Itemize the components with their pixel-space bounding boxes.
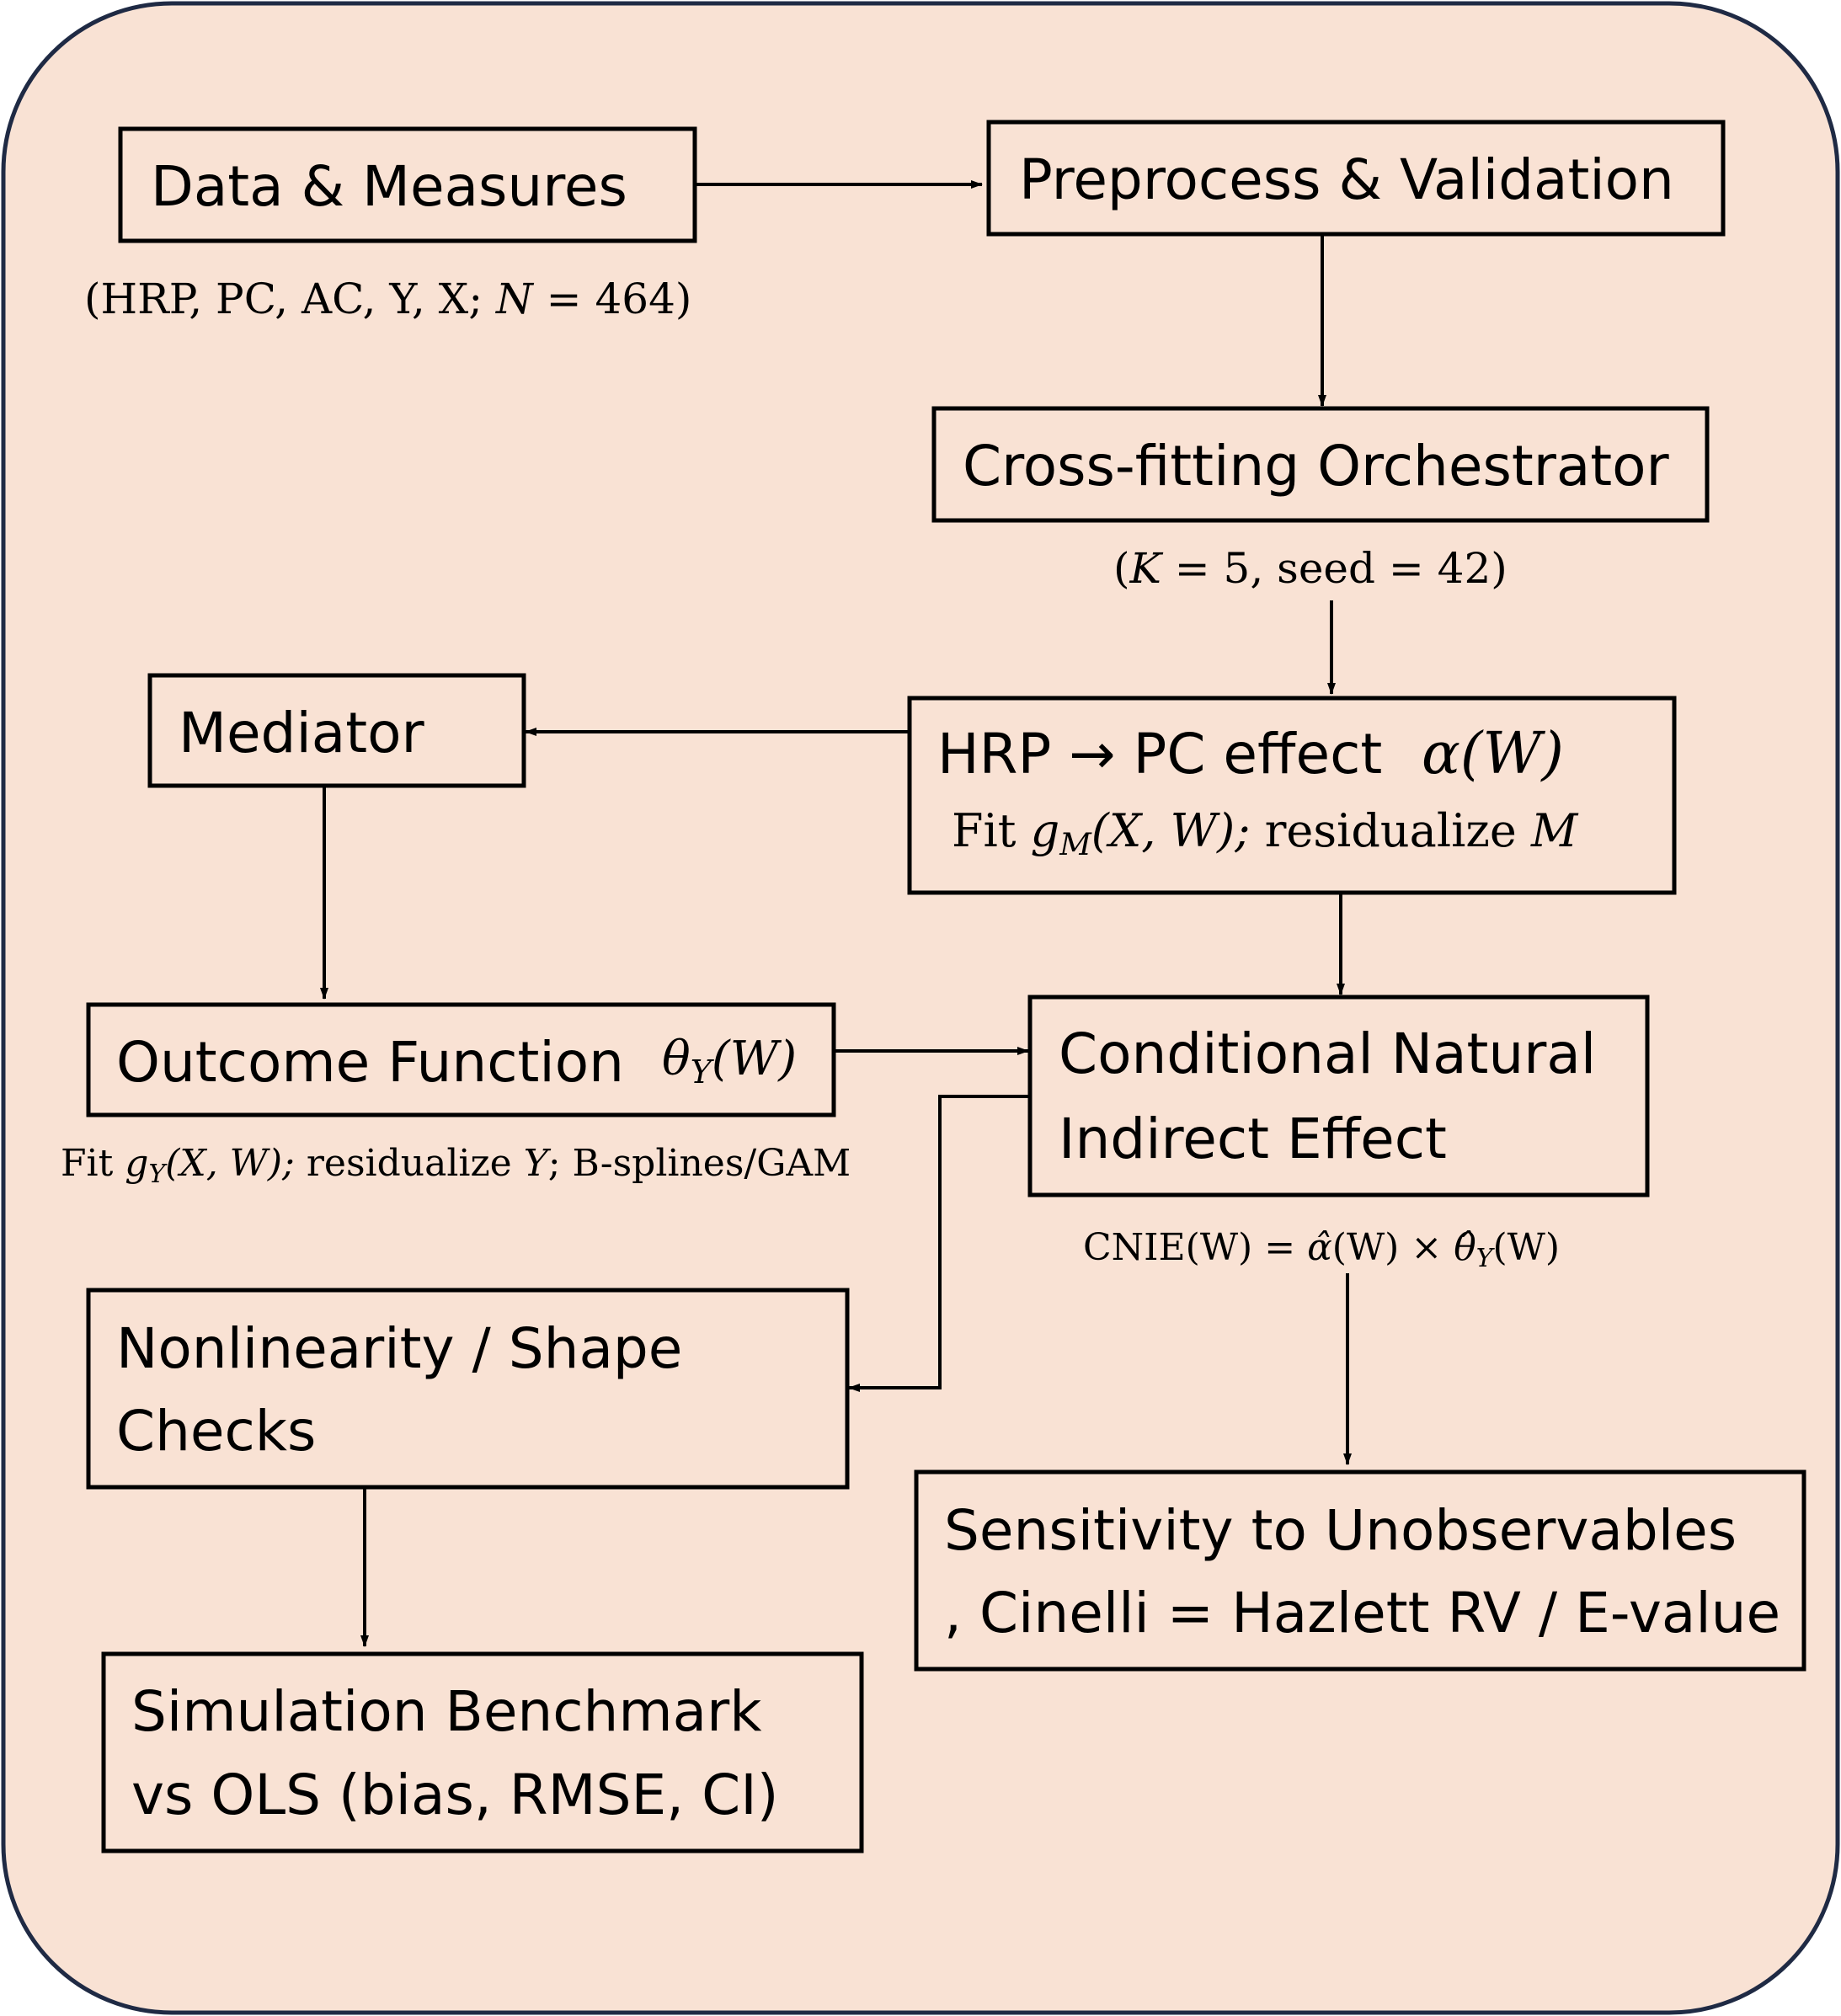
- outcome-note-resid-var: Y: [524, 1142, 552, 1185]
- node-hrp-pc-g-sub: M: [1059, 826, 1092, 862]
- node-simulation-line2: vs OLS (bias, RMSE, CI): [131, 1763, 778, 1827]
- node-outcome-theta: θ: [662, 1032, 691, 1086]
- node-outcome-math: θY(W): [662, 1032, 797, 1091]
- node-data-measures-box: [118, 126, 697, 243]
- cnie-note-mid: (W) ×: [1332, 1226, 1454, 1269]
- node-hrp-pc-fit: Fit gM(X, W); residualize M: [952, 804, 1579, 862]
- node-hrp-pc-fit-word: Fit: [952, 804, 1031, 857]
- node-preprocess: Preprocess & Validation: [986, 120, 1726, 237]
- cnie-note-theta-hat: θ̂: [1454, 1226, 1476, 1269]
- outcome-note-g: g: [125, 1142, 148, 1185]
- node-data-measures-label: Data & Measures: [151, 154, 627, 219]
- node-cnie-line1: Conditional Natural: [1059, 1021, 1596, 1086]
- node-hrp-pc-label: HRP → PC effect: [937, 722, 1382, 787]
- crossfit-note: (K = 5, seed = 42): [1113, 544, 1507, 593]
- node-sensitivity-line2: , Cinelli = Hazlett RV / E-value: [944, 1581, 1780, 1645]
- node-hrp-pc-box: [907, 696, 1677, 895]
- outcome-note: Fit gY(X, W); residualize Y; B-splines/G…: [61, 1142, 851, 1189]
- node-outcome-theta-sub: Y: [691, 1053, 715, 1091]
- cnie-note-theta-sub: Y: [1476, 1244, 1496, 1273]
- node-outcome: Outcome Function θY(W): [86, 1002, 836, 1117]
- node-data-measures: Data & Measures: [118, 126, 697, 243]
- node-crossfit-label: Cross-fitting Orchestrator: [963, 434, 1670, 499]
- node-outcome-label: Outcome Function: [116, 1030, 624, 1095]
- node-hrp-pc-alpha: α: [1422, 721, 1460, 787]
- node-sensitivity: Sensitivity to Unobservables , Cinelli =…: [914, 1469, 1806, 1672]
- node-cnie: Conditional Natural Indirect Effect: [1027, 995, 1650, 1197]
- node-sensitivity-line1: Sensitivity to Unobservables: [944, 1498, 1737, 1563]
- crossfit-note-k: K: [1129, 544, 1164, 593]
- node-hrp-pc-g: g: [1031, 804, 1060, 857]
- cnie-note-lhs: CNIE(W) =: [1083, 1226, 1307, 1269]
- crossfit-note-open: (: [1113, 544, 1130, 593]
- node-nonlinearity-line2: Checks: [116, 1399, 316, 1464]
- cnie-note: CNIE(W) = α̂(W) × θ̂Y(W): [1083, 1226, 1560, 1273]
- node-preprocess-label: Preprocess & Validation: [1019, 147, 1674, 212]
- node-nonlinearity-box: [86, 1288, 850, 1490]
- node-nonlinearity-line1: Nonlinearity / Shape: [116, 1316, 682, 1381]
- node-simulation-line1: Simulation Benchmark: [131, 1679, 762, 1744]
- node-hrp-pc-args: (X, W);: [1091, 804, 1251, 857]
- node-hrp-pc-math: α(W): [1422, 721, 1564, 787]
- node-mediator-label: Mediator: [179, 701, 424, 765]
- node-sensitivity-box: [914, 1469, 1806, 1672]
- outcome-note-tail: ; B-splines/GAM: [548, 1142, 851, 1185]
- node-outcome-box: [86, 1002, 836, 1117]
- node-mediator-box: [147, 673, 526, 788]
- node-simulation: Simulation Benchmark vs OLS (bias, RMSE,…: [101, 1651, 864, 1853]
- crossfit-note-rest: = 5, seed = 42): [1161, 544, 1507, 593]
- node-crossfit: Cross-fitting Orchestrator: [931, 406, 1710, 523]
- node-cnie-box: [1027, 995, 1650, 1197]
- node-crossfit-box: [931, 406, 1710, 523]
- cnie-note-alpha-hat: α̂: [1307, 1226, 1332, 1269]
- data-measures-note-vars: (HRP, PC, AC, Y, X;: [84, 275, 496, 323]
- outcome-note-args: (X, W);: [165, 1142, 295, 1185]
- node-hrp-pc-resid-var: M: [1530, 804, 1579, 857]
- node-preprocess-box: [986, 120, 1726, 237]
- cnie-note-rhs: (W): [1492, 1226, 1560, 1269]
- node-simulation-box: [101, 1651, 864, 1853]
- data-measures-note: (HRP, PC, AC, Y, X; N = 464): [84, 275, 691, 323]
- outcome-note-fit: Fit: [61, 1142, 125, 1185]
- node-mediator: Mediator: [147, 673, 526, 788]
- data-measures-note-value: = 464): [533, 275, 692, 323]
- node-nonlinearity: Nonlinearity / Shape Checks: [86, 1288, 850, 1490]
- node-hrp-pc-alpha-arg: (W): [1460, 721, 1564, 787]
- node-hrp-pc-resid: residualize: [1250, 804, 1531, 857]
- outcome-note-resid: residualize: [295, 1142, 524, 1185]
- edge-cnie-to-nonlinearity: [848, 1095, 1029, 1392]
- node-outcome-theta-arg: (W): [712, 1032, 797, 1086]
- outcome-note-g-sub: Y: [148, 1160, 168, 1189]
- node-hrp-pc: HRP → PC effect α(W) Fit gM(X, W); resid…: [907, 696, 1677, 895]
- node-cnie-line2: Indirect Effect: [1059, 1107, 1447, 1171]
- data-measures-note-n: N: [495, 275, 535, 323]
